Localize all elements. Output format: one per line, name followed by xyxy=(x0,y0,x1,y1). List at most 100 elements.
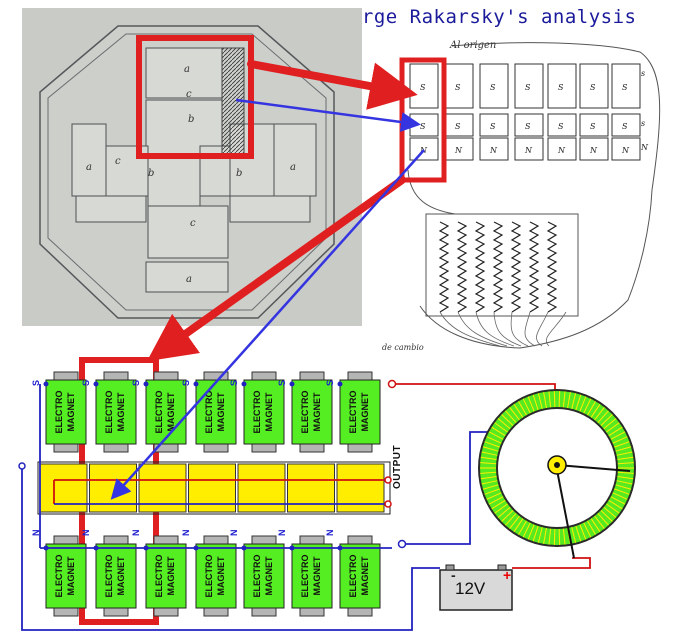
electromagnet-label: ELECTRO xyxy=(300,390,310,433)
sketch-coil xyxy=(438,221,450,313)
electromagnet-label: MAGNET xyxy=(166,392,176,431)
battery xyxy=(439,564,513,611)
sketch-mark: S xyxy=(558,122,564,131)
electromagnet-label: MAGNET xyxy=(264,392,274,431)
pole-label: N xyxy=(277,530,287,537)
sketch-row-letter: s xyxy=(641,69,645,78)
electromagnet-label: ELECTRO xyxy=(252,390,262,433)
pole-label: N xyxy=(31,530,41,537)
sketch-mark: S xyxy=(455,122,461,131)
battery-minus: - xyxy=(451,567,456,583)
sketch-mark: S xyxy=(455,83,461,92)
wire-left-loop xyxy=(21,466,440,631)
electromagnet-label: ELECTRO xyxy=(54,390,64,433)
electromagnet-label: ELECTRO xyxy=(54,554,64,597)
sketch-coil-frame xyxy=(425,213,579,317)
electromagnet-label: ELECTRO xyxy=(348,554,358,597)
sketch-row-letter: N xyxy=(640,143,649,152)
scan-box xyxy=(71,123,107,197)
sketch-mark: S xyxy=(622,122,628,131)
scan-letter: c xyxy=(186,89,192,100)
sketch-heading: Al origen xyxy=(450,40,497,51)
scan-box xyxy=(273,123,317,197)
scan-box xyxy=(145,99,223,155)
toroid-contact xyxy=(556,469,575,559)
sketch-mark: S xyxy=(590,83,596,92)
electromagnet-label: MAGNET xyxy=(312,392,322,431)
sketch-mark: S xyxy=(525,83,531,92)
diagram-title: Serge Rakarsky's analysis xyxy=(338,6,637,28)
blue-arrow-scan-to-sketch xyxy=(235,98,421,132)
pole-label: S xyxy=(277,380,287,386)
electromagnet-label: ELECTRO xyxy=(348,390,358,433)
electromagnet-label: ELECTRO xyxy=(104,390,114,433)
highlight-box-scan xyxy=(136,35,254,159)
pole-label: N xyxy=(325,530,335,537)
electromagnet-label: ELECTRO xyxy=(204,390,214,433)
sketch-mark: N xyxy=(524,146,533,155)
sketch-coil xyxy=(456,221,468,313)
battery-plus: + xyxy=(503,567,512,583)
blue-arrow-sketch-to-circuit xyxy=(110,149,425,500)
scan-box xyxy=(229,195,311,223)
scan-box xyxy=(145,261,229,293)
pole-label: S xyxy=(181,380,191,386)
pole-label: N xyxy=(229,530,239,537)
pole-label: S xyxy=(31,380,41,386)
arrows xyxy=(110,60,425,500)
toroid-arm xyxy=(556,464,631,472)
red-arrow-scan-to-sketch xyxy=(247,60,418,110)
scan-box xyxy=(147,157,201,207)
scan-letter: c xyxy=(190,218,196,229)
electromagnet-label: MAGNET xyxy=(116,392,126,431)
electromagnet-label: ELECTRO xyxy=(204,554,214,597)
sketch-mark: N xyxy=(589,146,598,155)
scan-letter: c xyxy=(115,156,121,167)
electromagnet-label: ELECTRO xyxy=(154,554,164,597)
sketch-coil xyxy=(474,221,486,313)
sketch-mark: N xyxy=(454,146,463,155)
scan-box xyxy=(75,195,147,223)
electromagnet-label: MAGNET xyxy=(360,392,370,431)
octagon-patent-scan: a c b a c b b a c a xyxy=(22,8,362,326)
pole-label: N xyxy=(181,530,191,537)
sketch-coil xyxy=(510,221,522,313)
scan-letter: a xyxy=(290,162,296,173)
scan-letter: a xyxy=(186,274,192,285)
electromagnet-label: ELECTRO xyxy=(154,390,164,433)
scan-letter: b xyxy=(188,114,194,125)
wire-battery-red xyxy=(512,557,591,569)
sketch-row-letter: s xyxy=(641,119,645,128)
sketch-mark: S xyxy=(420,122,426,131)
sketch-mark: N xyxy=(557,146,566,155)
pole-label: N xyxy=(131,530,141,537)
electromagnet-label: MAGNET xyxy=(312,556,322,595)
electromagnet-label: ELECTRO xyxy=(300,554,310,597)
scan-box xyxy=(147,205,229,259)
sketch-mark: S xyxy=(622,83,628,92)
sketch-mark: S xyxy=(420,83,426,92)
battery-label: 12V xyxy=(455,579,486,598)
sketch-mark: N xyxy=(621,146,630,155)
pole-label: N xyxy=(81,530,91,537)
sketch-footnote: de cambio xyxy=(382,343,424,352)
electromagnet-label: ELECTRO xyxy=(104,554,114,597)
electromagnet-label: MAGNET xyxy=(360,556,370,595)
red-arrow-sketch-to-circuit xyxy=(146,176,406,362)
sketch-mark: S xyxy=(490,122,496,131)
electromagnet-label: MAGNET xyxy=(216,392,226,431)
electromagnet-label: MAGNET xyxy=(264,556,274,595)
